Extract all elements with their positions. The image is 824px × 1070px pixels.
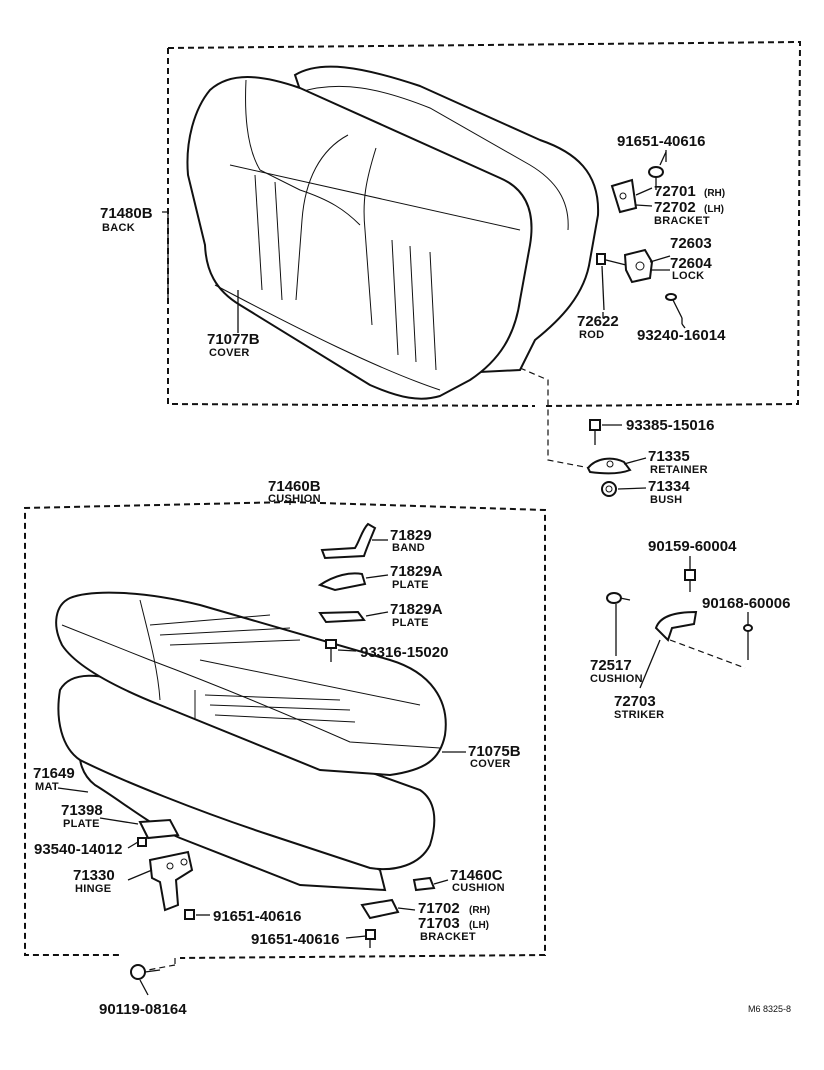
label-plate-a2-number: 71829A bbox=[390, 601, 443, 618]
label-plate-hinge-number: 71398 bbox=[61, 802, 103, 819]
seat-back-illustration bbox=[186, 65, 600, 400]
label-cushion-striker-number: 72517 bbox=[590, 657, 632, 674]
label-back-number: 71480B bbox=[100, 205, 153, 222]
label-bracket-cushion-name: BRACKET bbox=[420, 931, 476, 943]
label-hinge-name: HINGE bbox=[75, 883, 111, 895]
label-cushion-cover-name: COVER bbox=[470, 758, 511, 770]
label-plate-a1-name: PLATE bbox=[392, 579, 429, 591]
label-band-name: BAND bbox=[392, 542, 425, 554]
label-back-cover-number: 71077B bbox=[207, 331, 260, 348]
label-cushion-small-name: CUSHION bbox=[452, 882, 505, 894]
label-lock-name: LOCK bbox=[672, 270, 704, 282]
label-bracket-cushion-rh-side: (RH) bbox=[469, 905, 490, 916]
seat-cushion-illustration bbox=[55, 591, 447, 892]
retainer-hardware bbox=[586, 419, 632, 497]
label-striker-name: STRIKER bbox=[614, 709, 664, 721]
label-bracket-name: BRACKET bbox=[654, 215, 710, 227]
label-cushion-small-number: 71460C bbox=[450, 867, 503, 884]
label-bracket-rh-side: (RH) bbox=[704, 188, 725, 199]
label-bracket-cushion-lh-side: (LH) bbox=[469, 920, 489, 931]
label-back-cover-name: COVER bbox=[209, 347, 250, 359]
label-bolt-striker-b-number: 90168-60006 bbox=[702, 595, 790, 612]
label-cushion-name: CUSHION bbox=[268, 493, 321, 505]
label-screw-plate-number: 93316-15020 bbox=[360, 644, 448, 661]
leader-lines bbox=[57, 150, 749, 996]
label-screw-lock-number: 93240-16014 bbox=[637, 327, 726, 344]
label-bracket-rh-number: 72701 bbox=[654, 183, 696, 200]
label-bolt-striker-a-number: 90159-60004 bbox=[648, 538, 737, 555]
label-screw-hinge-a-number: 91651-40616 bbox=[213, 908, 301, 925]
label-striker-number: 72703 bbox=[614, 693, 656, 710]
label-bracket-cushion-lh-number: 71703 bbox=[418, 915, 460, 932]
label-lock-number-b: 72604 bbox=[670, 255, 712, 272]
label-screw-hinge-plate-number: 93540-14012 bbox=[34, 841, 122, 858]
label-retainer-number: 71335 bbox=[648, 448, 690, 465]
cushion-group-border bbox=[24, 501, 546, 971]
label-mat-name: MAT bbox=[35, 781, 59, 793]
label-bush-name: BUSH bbox=[650, 494, 682, 506]
label-band-number: 71829 bbox=[390, 527, 432, 544]
label-back-name: BACK bbox=[102, 222, 135, 234]
label-plate-a2-name: PLATE bbox=[392, 617, 429, 629]
label-bush-number: 71334 bbox=[648, 478, 690, 495]
label-plate-hinge-name: PLATE bbox=[63, 818, 100, 830]
part-labels: 71480B BACK 71077B COVER 91651-40616 727… bbox=[33, 133, 791, 1018]
label-rod-number: 72622 bbox=[577, 313, 619, 330]
label-bolt-bottom-number: 90119-08164 bbox=[99, 1001, 187, 1018]
label-bracket-cushion-rh-number: 71702 bbox=[418, 900, 460, 917]
label-cushion-cover-number: 71075B bbox=[468, 743, 521, 760]
label-cushion-number: 71460B bbox=[268, 478, 321, 495]
label-cushion-striker-name: CUSHION bbox=[590, 673, 643, 685]
label-bracket-lh-side: (LH) bbox=[704, 204, 724, 215]
label-hinge-number: 71330 bbox=[73, 867, 115, 884]
back-group-border bbox=[167, 40, 802, 407]
label-screw-top-number: 91651-40616 bbox=[617, 133, 705, 150]
label-rod-name: ROD bbox=[579, 329, 604, 341]
label-retainer-name: RETAINER bbox=[650, 464, 708, 476]
label-screw-hinge-b-number: 91651-40616 bbox=[251, 931, 339, 948]
label-lock-number-a: 72603 bbox=[670, 235, 712, 252]
striker-hardware bbox=[606, 569, 753, 669]
back-hardware bbox=[519, 151, 683, 471]
label-bracket-lh-number: 72702 bbox=[654, 199, 696, 216]
label-mat-number: 71649 bbox=[33, 765, 75, 782]
label-plate-a1-number: 71829A bbox=[390, 563, 443, 580]
reference-code: M6 8325-8 bbox=[748, 1004, 791, 1014]
label-screw-retainer-number: 93385-15016 bbox=[626, 417, 714, 434]
